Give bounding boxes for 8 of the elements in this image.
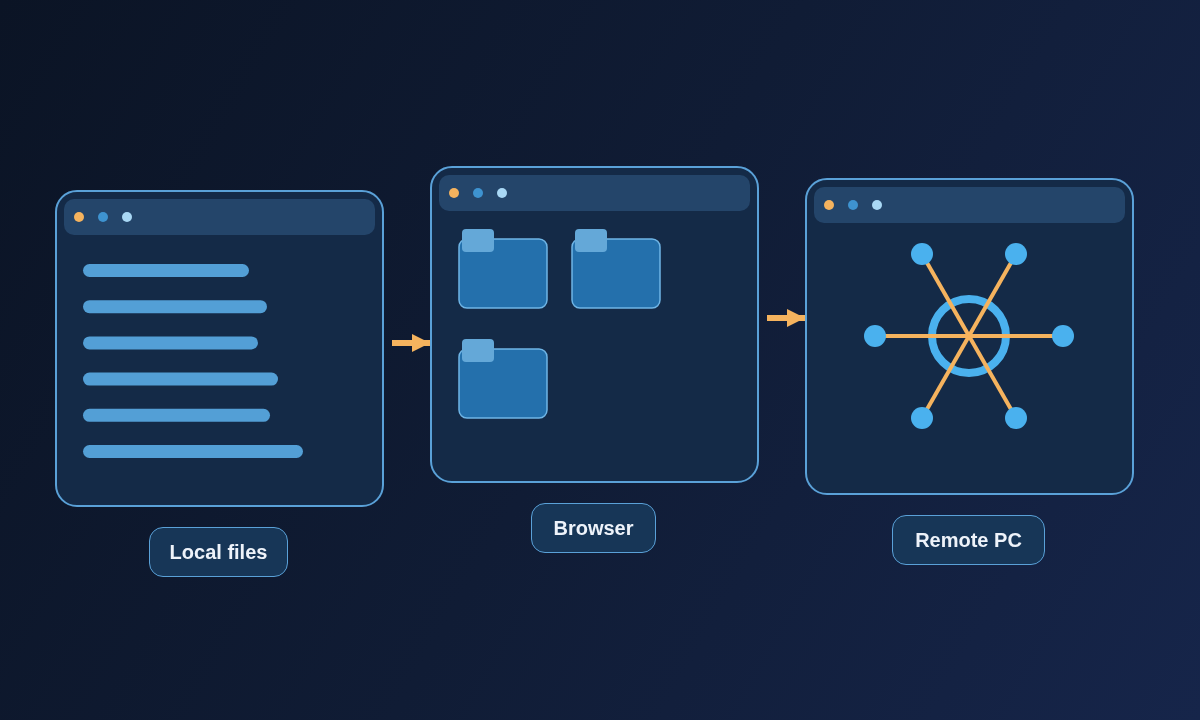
- arrow: [767, 309, 805, 327]
- app-window: [805, 178, 1134, 495]
- app-window: [55, 190, 384, 507]
- window-caption: Browser: [531, 503, 656, 553]
- app-window: [430, 166, 759, 483]
- window-caption: Remote PC: [892, 515, 1045, 565]
- arrow: [392, 334, 430, 352]
- window-caption: Local files: [149, 527, 288, 577]
